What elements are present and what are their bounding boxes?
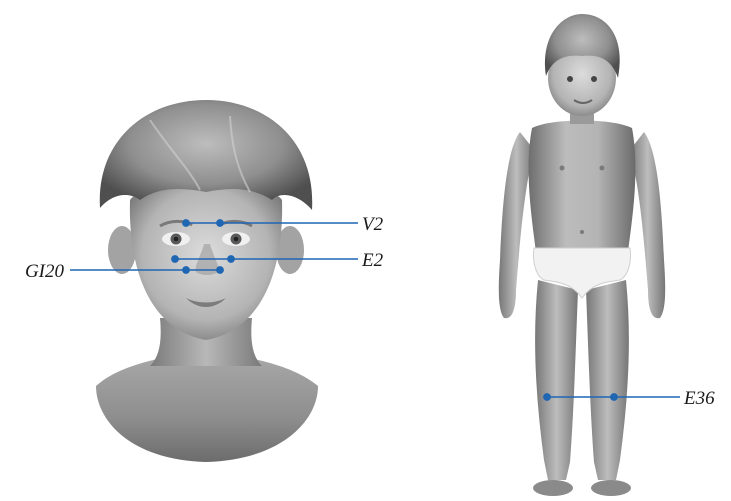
label-gi20: GI20 xyxy=(25,261,65,282)
v2-point-right xyxy=(217,220,223,226)
child-body-illustration xyxy=(499,14,665,496)
label-v2: V2 xyxy=(362,214,384,235)
label-e36: E36 xyxy=(683,388,715,409)
e36-point-left xyxy=(544,394,550,400)
gi20-point-right xyxy=(217,267,223,273)
left-foot xyxy=(533,480,573,496)
right-leg xyxy=(586,280,629,480)
e2-point-right xyxy=(228,256,234,262)
label-e2: E2 xyxy=(361,250,384,271)
head-figure-shoulders xyxy=(96,352,318,462)
left-leg xyxy=(535,280,578,480)
e36-point-right xyxy=(611,394,617,400)
right-foot xyxy=(591,480,631,496)
child-head-illustration xyxy=(96,100,318,462)
v2-point-left xyxy=(183,220,189,226)
gi20-point-left xyxy=(183,267,189,273)
e2-point-left xyxy=(172,256,178,262)
